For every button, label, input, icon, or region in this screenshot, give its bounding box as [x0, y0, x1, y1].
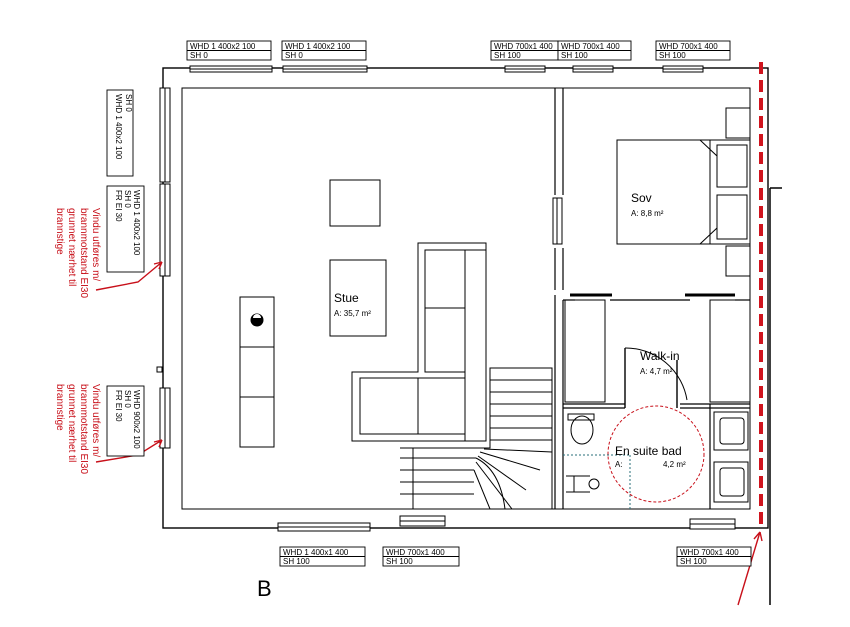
window-tag-top-3-whd: WHD 700x1 400 [494, 42, 553, 51]
window-tag-top-1-whd: WHD 1 400x2 100 [190, 42, 256, 51]
fire-note-2-line-3: grunnet nærhet til [66, 384, 77, 462]
room-area-walkin: A: 4,7 m² [640, 367, 673, 376]
room-area-sov: A: 8,8 m² [631, 209, 664, 218]
left-window-marks [156, 87, 171, 449]
fire-note-2: Vindu utføres m/ brannmotstand EI30 grun… [54, 384, 101, 474]
plan-label: B [257, 576, 272, 601]
window-tag-left-2-sh: SH 0 [123, 190, 132, 208]
window-tag-bottom-2-sh: SH 100 [386, 557, 413, 566]
room-area-stue: A: 35,7 m² [334, 309, 371, 318]
window-tag-left-1-sh: SH 0 [124, 94, 133, 112]
window-tag-top-2-whd: WHD 1 400x2 100 [285, 42, 351, 51]
fire-note-1-line-1: Vindu utføres m/ [90, 208, 101, 281]
fire-note-2-line-1: Vindu utføres m/ [90, 384, 101, 457]
window-tag-left-2-fr: FR EI 30 [114, 190, 123, 222]
window-tag-top-3-sh: SH 100 [494, 51, 521, 60]
sliding-door [552, 197, 563, 245]
window-tag-top-2-sh: SH 0 [285, 51, 303, 60]
bed [616, 107, 751, 277]
room-name-stue: Stue [334, 291, 359, 305]
room-name-walkin: Walk-in [640, 349, 680, 363]
fire-note-2-line-2: brannmotstand EI30 [78, 384, 89, 474]
window-tag-bottom-1-whd: WHD 1 400x1 400 [283, 548, 349, 557]
window-tag-left-3-fr: FR EI 30 [114, 390, 123, 422]
window-tag-bottom-2-whd: WHD 700x1 400 [386, 548, 445, 557]
fire-note-1-line-3: grunnet nærhet til [66, 208, 77, 286]
fire-note-1-line-4: brannstige [54, 208, 65, 255]
window-tag-bottom-3-sh: SH 100 [680, 557, 707, 566]
window-tag-left-1-whd: WHD 1 400x2 100 [114, 94, 123, 160]
fire-note-2-line-4: brannstige [54, 384, 65, 431]
window-tag-left-2-whd: WHD 1 400x2 100 [132, 190, 141, 256]
window-tag-top-4-sh: SH 100 [561, 51, 588, 60]
window-tag-left-3-sh: SH 0 [123, 390, 132, 408]
sofa [351, 242, 487, 442]
window-tag-bottom-3-whd: WHD 700x1 400 [680, 548, 739, 557]
bottom-window-marks [277, 515, 736, 532]
walkin-door [624, 347, 688, 408]
window-tags-bottom [279, 546, 752, 567]
window-tag-left-2: WHD 1 400x2 100 SH 0 FR EI 30 [114, 190, 141, 256]
window-tag-left-3-whd: WHD 900x2 100 [132, 390, 141, 449]
room-name-bad: En suite bad [615, 444, 682, 458]
staircase [400, 367, 553, 510]
window-tag-top-4-whd: WHD 700x1 400 [561, 42, 620, 51]
top-window-marks [189, 65, 704, 73]
fire-note-1: Vindu utføres m/ brannmotstand EI30 grun… [54, 208, 101, 298]
window-tag-top-1-sh: SH 0 [190, 51, 208, 60]
window-tag-top-5-whd: WHD 700x1 400 [659, 42, 718, 51]
window-tag-left-1: WHD 1 400x2 100 SH 0 [114, 94, 133, 160]
window-tag-left-3: WHD 900x2 100 SH 0 FR EI 30 [114, 390, 141, 449]
room-area-bad: 4,2 m² [663, 460, 686, 469]
turning-circle [607, 405, 705, 503]
room-name-sov: Sov [631, 191, 652, 205]
shower-area [563, 454, 631, 509]
window-tag-top-5-sh: SH 100 [659, 51, 686, 60]
wardrobe-doors [564, 293, 751, 403]
window-tags-top [186, 40, 731, 61]
fire-note-1-line-2: brannmotstand EI30 [78, 208, 89, 298]
room-area-prefix-bad: A: [615, 460, 623, 469]
interior-walls [554, 88, 750, 509]
living-furniture [239, 179, 387, 448]
bathroom [566, 411, 749, 503]
window-tag-bottom-1-sh: SH 100 [283, 557, 310, 566]
window-tags-left [106, 89, 145, 457]
